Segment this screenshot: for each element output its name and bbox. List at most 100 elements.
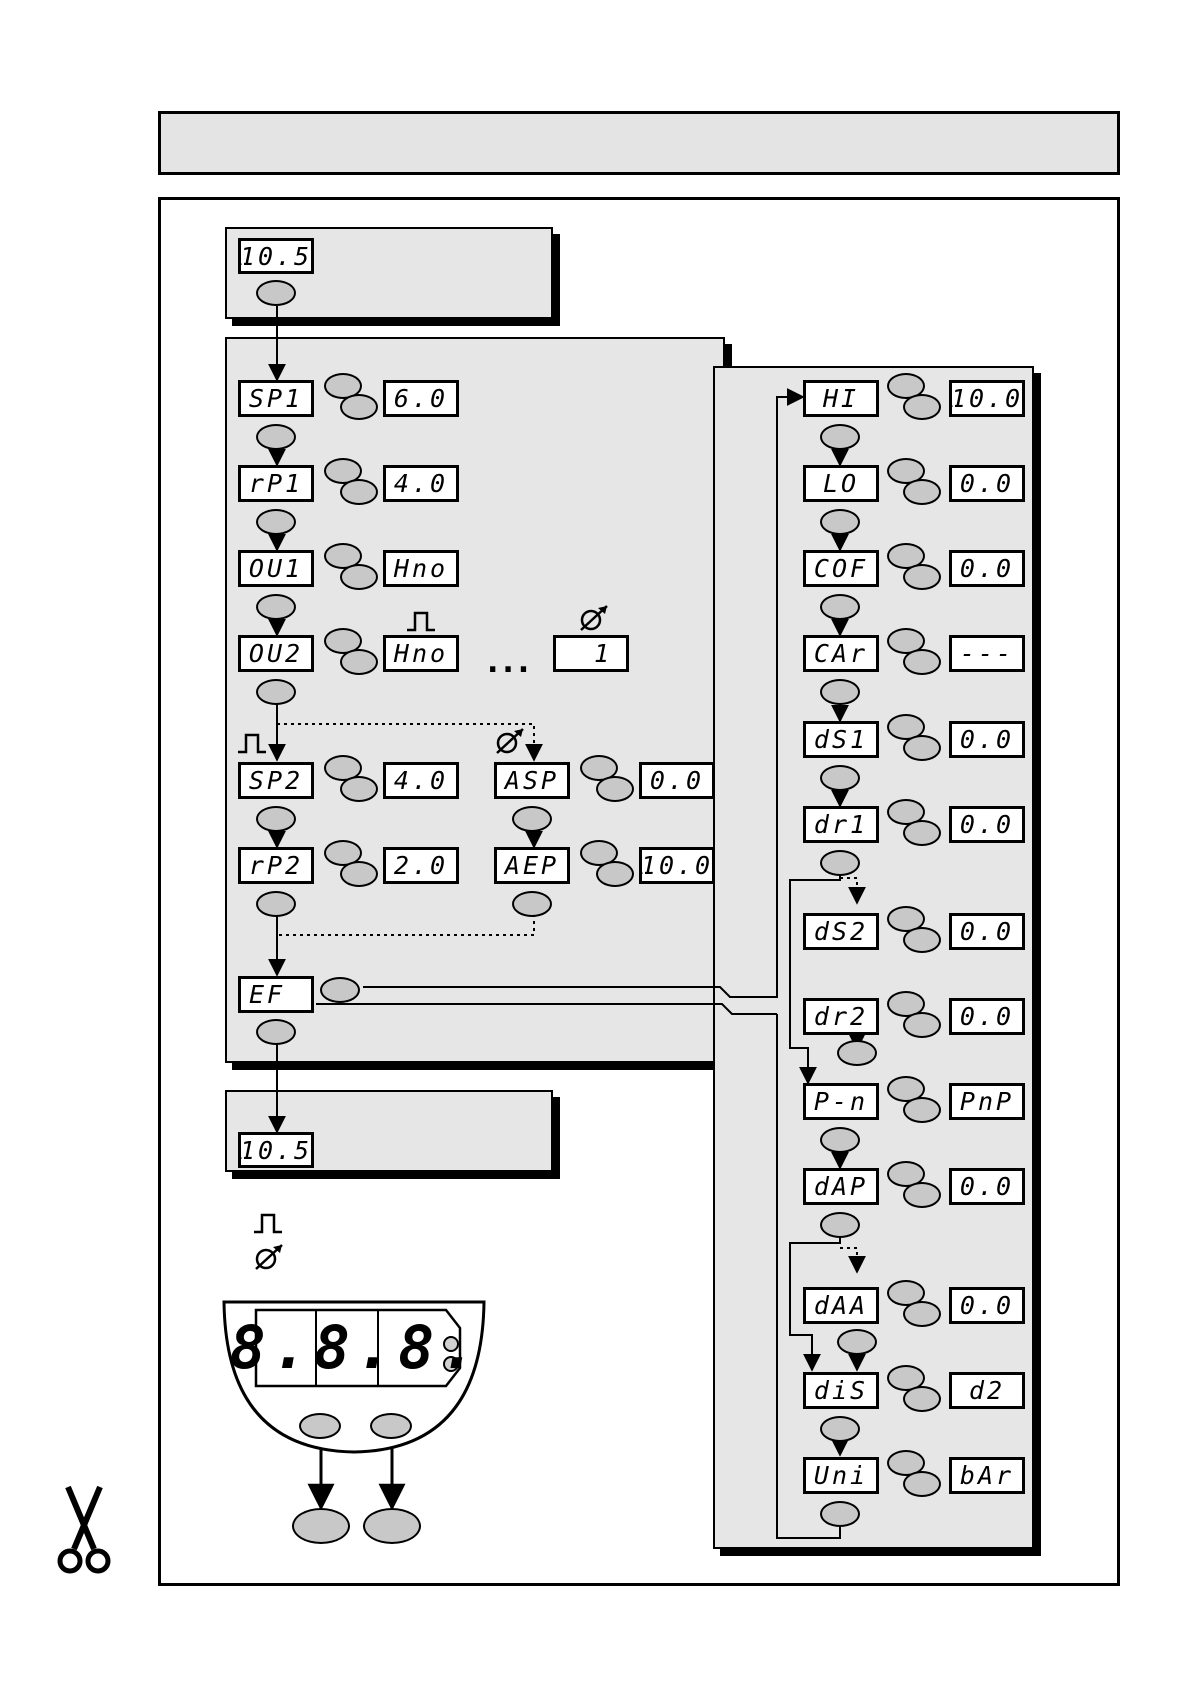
mode-button[interactable]: [256, 509, 296, 535]
mode-button[interactable]: [820, 1416, 860, 1442]
value-display: 10.0: [949, 380, 1025, 417]
value-display: Hno: [383, 635, 459, 672]
mode-button[interactable]: [256, 424, 296, 450]
param-display: SP1: [238, 380, 314, 417]
set-button-down[interactable]: [903, 735, 941, 761]
mode-button[interactable]: [256, 679, 296, 705]
row-aep: AEP 10.0: [494, 847, 719, 915]
value-display: 0.0: [949, 465, 1025, 502]
row-dap: dAP 0.0: [803, 1168, 1028, 1236]
set-button-down[interactable]: [340, 479, 378, 505]
param-display: dr1: [803, 806, 879, 843]
scissors-icon: [54, 1485, 114, 1580]
mode-button[interactable]: [820, 424, 860, 450]
param-display: LO: [803, 465, 879, 502]
set-button-down[interactable]: [340, 649, 378, 675]
ef-mode-button[interactable]: [256, 1019, 296, 1045]
mode-button[interactable]: [512, 806, 552, 832]
device-set-button[interactable]: [370, 1413, 412, 1439]
mode-button[interactable]: [256, 891, 296, 917]
pulse-icon: [405, 609, 439, 633]
analog-output-icon: [577, 603, 611, 633]
value-display: 0.0: [949, 913, 1025, 950]
value-display: 0.0: [949, 1168, 1025, 1205]
device-mode-button[interactable]: [299, 1413, 341, 1439]
row-dr1: dr1 0.0: [803, 806, 1028, 874]
mode-button[interactable]: [820, 765, 860, 791]
set-button-down[interactable]: [340, 394, 378, 420]
row-ou2: OU2 Hno: [238, 635, 463, 703]
start-display: 10.5: [238, 238, 314, 274]
value-display: PnP: [949, 1083, 1025, 1120]
set-button-down[interactable]: [903, 479, 941, 505]
set-button-down[interactable]: [903, 1097, 941, 1123]
mode-button[interactable]: [820, 1127, 860, 1153]
value-display: 0.0: [949, 721, 1025, 758]
param-display: P-n: [803, 1083, 879, 1120]
set-button-down[interactable]: [340, 861, 378, 887]
value-display: 6.0: [383, 380, 459, 417]
mode-button[interactable]: [512, 891, 552, 917]
row-sp1: SP1 6.0: [238, 380, 463, 448]
set-button-down[interactable]: [903, 649, 941, 675]
value-display: d2: [949, 1372, 1025, 1409]
set-button-key: [363, 1508, 421, 1544]
value-display: 0.0: [949, 998, 1025, 1035]
param-display: AEP: [494, 847, 570, 884]
mode-button[interactable]: [820, 509, 860, 535]
value-display: 0.0: [949, 550, 1025, 587]
row-dr2: dr2 0.0: [803, 998, 1028, 1066]
row-daa: dAA 0.0: [803, 1287, 1028, 1355]
mode-button[interactable]: [820, 1501, 860, 1527]
row-hi: HI 10.0: [803, 380, 1028, 448]
value-display: 0.0: [639, 762, 715, 799]
set-button-down[interactable]: [903, 394, 941, 420]
set-button-down[interactable]: [903, 1386, 941, 1412]
row-rp1: rP1 4.0: [238, 465, 463, 533]
param-display: diS: [803, 1372, 879, 1409]
device-led-display: 8.8.8.: [264, 1313, 448, 1383]
value-display: 2.0: [383, 847, 459, 884]
param-display: OU1: [238, 550, 314, 587]
set-button-down[interactable]: [340, 564, 378, 590]
mode-button[interactable]: [820, 594, 860, 620]
analog-output-icon: [252, 1242, 286, 1272]
set-button-down[interactable]: [903, 820, 941, 846]
set-button-down[interactable]: [903, 1471, 941, 1497]
set-button-down[interactable]: [903, 564, 941, 590]
start-mode-button[interactable]: [256, 280, 296, 306]
set-button-down[interactable]: [903, 1182, 941, 1208]
set-button-down[interactable]: [903, 927, 941, 953]
row-uni: Uni bAr: [803, 1457, 1028, 1525]
value-display: 4.0: [383, 762, 459, 799]
param-display: rP2: [238, 847, 314, 884]
param-display: OU2: [238, 635, 314, 672]
value-display: Hno: [383, 550, 459, 587]
set-button-down[interactable]: [340, 776, 378, 802]
mode-button[interactable]: [820, 1212, 860, 1238]
set-button-down[interactable]: [596, 861, 634, 887]
mode-button[interactable]: [820, 850, 860, 876]
set-button-down[interactable]: [903, 1012, 941, 1038]
set-button-down[interactable]: [596, 776, 634, 802]
value-display: 10.0: [639, 847, 715, 884]
mode-button[interactable]: [256, 806, 296, 832]
mode-button[interactable]: [837, 1040, 877, 1066]
mode-button[interactable]: [820, 679, 860, 705]
ef-display: EF: [238, 976, 314, 1013]
mode-button-key: [292, 1508, 350, 1544]
row-sp2: SP2 4.0: [238, 762, 463, 830]
param-display: SP2: [238, 762, 314, 799]
analog-default-display: 1: [553, 635, 629, 672]
row-rp2: rP2 2.0: [238, 847, 463, 915]
param-display: ASP: [494, 762, 570, 799]
analog-output-icon: [493, 726, 527, 756]
ef-set-button[interactable]: [320, 977, 360, 1003]
mode-button[interactable]: [837, 1329, 877, 1355]
mode-button[interactable]: [256, 594, 296, 620]
value-display: 0.0: [949, 806, 1025, 843]
row-ou1: OU1 Hno: [238, 550, 463, 618]
set-button-down[interactable]: [903, 1301, 941, 1327]
param-display: dr2: [803, 998, 879, 1035]
value-display: 0.0: [949, 1287, 1025, 1324]
